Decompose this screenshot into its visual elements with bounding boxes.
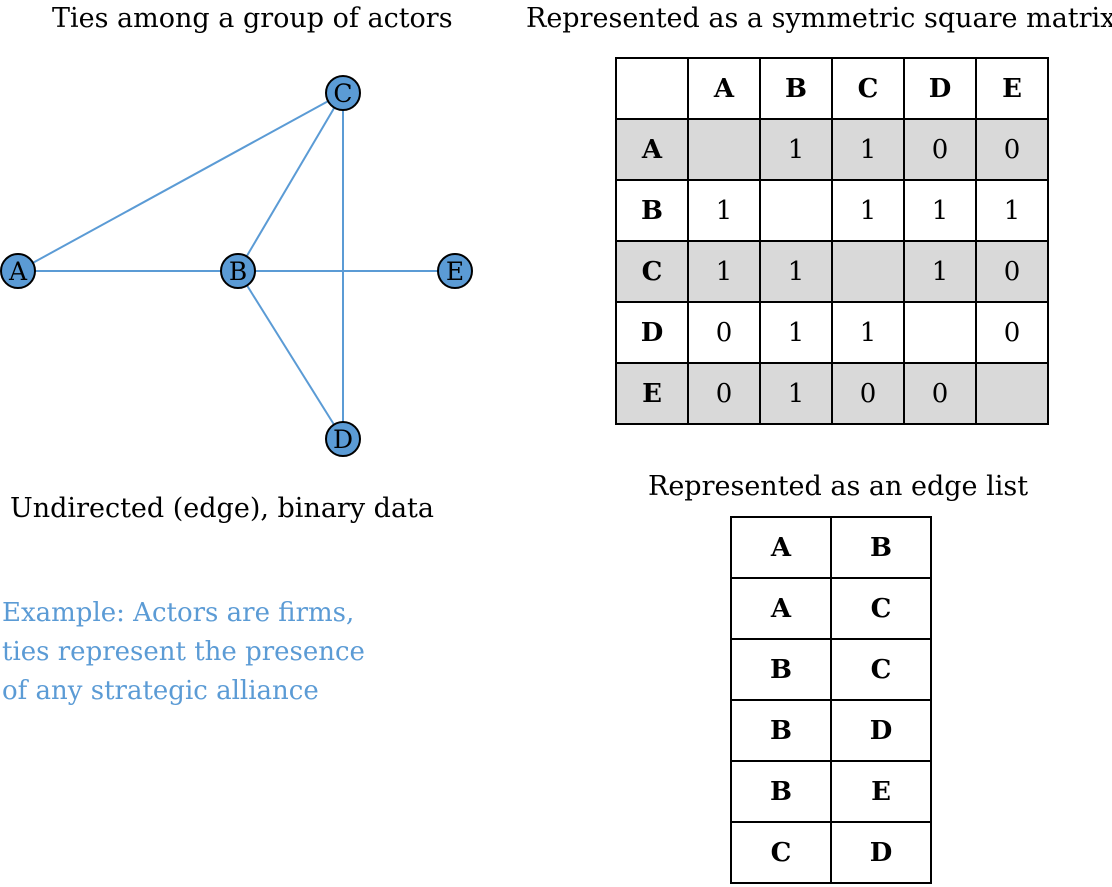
node-label: D: [333, 425, 353, 454]
matrix-cell: 0: [975, 118, 1049, 181]
node-label: B: [229, 257, 247, 286]
matrix-col-header: E: [975, 57, 1049, 120]
matrix-row: A 1 1 0 0: [615, 118, 1049, 181]
edge-b-d: [237, 270, 344, 440]
matrix-cell: 0: [903, 118, 977, 181]
example-line: Example: Actors are firms,: [2, 598, 355, 628]
matrix-cell: 0: [831, 362, 905, 425]
nodes-layer: A B C D E: [0, 75, 473, 457]
node-e: E: [437, 253, 473, 289]
matrix-col-header: B: [759, 57, 833, 120]
matrix-row-header: D: [615, 301, 689, 364]
matrix-corner-cell: [615, 57, 689, 120]
node-circle: [0, 253, 36, 289]
edge-list-row: B E: [730, 760, 932, 823]
matrix-cell: 1: [903, 240, 977, 303]
edge-source: A: [730, 577, 832, 640]
network-graph: A B C D E: [0, 75, 473, 457]
node-circle: [325, 75, 361, 111]
matrix-col-header: D: [903, 57, 977, 120]
matrix-col-header: C: [831, 57, 905, 120]
matrix-cell: [759, 179, 833, 242]
edge-target: E: [830, 760, 932, 823]
matrix-row-header: C: [615, 240, 689, 303]
matrix-cell: [903, 301, 977, 364]
edge-target: B: [830, 516, 932, 579]
node-label: A: [8, 257, 28, 286]
edges-layer: [17, 92, 455, 440]
node-circle: [220, 253, 256, 289]
matrix-cell: 0: [903, 362, 977, 425]
edge-list-row: A B: [730, 516, 932, 579]
matrix-cell: 1: [759, 301, 833, 364]
node-label: C: [333, 79, 352, 108]
example-line: ties represent the presence: [2, 637, 365, 667]
matrix-col-header: A: [687, 57, 761, 120]
edge-target: C: [830, 577, 932, 640]
matrix-row: B 1 1 1 1: [615, 179, 1049, 242]
matrix-row-header: B: [615, 179, 689, 242]
matrix-cell: 1: [687, 240, 761, 303]
graph-title: Ties among a group of actors: [52, 3, 453, 34]
matrix-cell: 0: [687, 362, 761, 425]
node-d: D: [325, 421, 361, 457]
matrix-cell: [831, 240, 905, 303]
edge-a-c: [17, 92, 344, 272]
node-b: B: [220, 253, 256, 289]
matrix-cell: 0: [975, 301, 1049, 364]
edge-list-row: C D: [730, 821, 932, 884]
matrix-row: D 0 1 1 0: [615, 301, 1049, 364]
edge-list-row: B C: [730, 638, 932, 701]
node-a: A: [0, 253, 36, 289]
edge-list-title: Represented as an edge list: [648, 471, 1029, 502]
edge-target: D: [830, 699, 932, 762]
matrix-row: C 1 1 1 0: [615, 240, 1049, 303]
matrix-title: Represented as a symmetric square matrix: [526, 3, 1112, 34]
edge-source: C: [730, 821, 832, 884]
node-label: E: [446, 257, 464, 286]
edge-source: A: [730, 516, 832, 579]
matrix-cell: 1: [759, 118, 833, 181]
matrix-cell: 1: [759, 362, 833, 425]
matrix-cell: 1: [831, 179, 905, 242]
edge-b-c: [237, 92, 344, 272]
matrix-row: E 0 1 0 0: [615, 362, 1049, 425]
edge-target: C: [830, 638, 932, 701]
matrix-cell: [687, 118, 761, 181]
matrix-cell: 1: [903, 179, 977, 242]
edge-source: B: [730, 760, 832, 823]
node-circle: [437, 253, 473, 289]
matrix-cell: 0: [975, 240, 1049, 303]
matrix-cell: [975, 362, 1049, 425]
matrix-cell: 1: [975, 179, 1049, 242]
graph-caption: Undirected (edge), binary data: [10, 493, 434, 524]
edge-list-row: B D: [730, 699, 932, 762]
edge-list-table: A B A C B C B D B E C D: [730, 516, 932, 884]
adjacency-matrix: A B C D E A 1 1 0 0 B 1 1 1 1 C 1 1 1 0 …: [615, 57, 1049, 425]
edge-source: B: [730, 638, 832, 701]
example-line: of any strategic alliance: [2, 676, 319, 706]
matrix-cell: 0: [687, 301, 761, 364]
edge-source: B: [730, 699, 832, 762]
matrix-cell: 1: [831, 118, 905, 181]
node-circle: [325, 421, 361, 457]
example-text: Example: Actors are firms, ties represen…: [2, 594, 365, 711]
matrix-cell: 1: [831, 301, 905, 364]
edge-target: D: [830, 821, 932, 884]
matrix-cell: 1: [687, 179, 761, 242]
matrix-row-header: A: [615, 118, 689, 181]
edge-list-row: A C: [730, 577, 932, 640]
matrix-row-header: E: [615, 362, 689, 425]
node-c: C: [325, 75, 361, 111]
matrix-cell: 1: [759, 240, 833, 303]
matrix-header-row: A B C D E: [615, 57, 1049, 120]
